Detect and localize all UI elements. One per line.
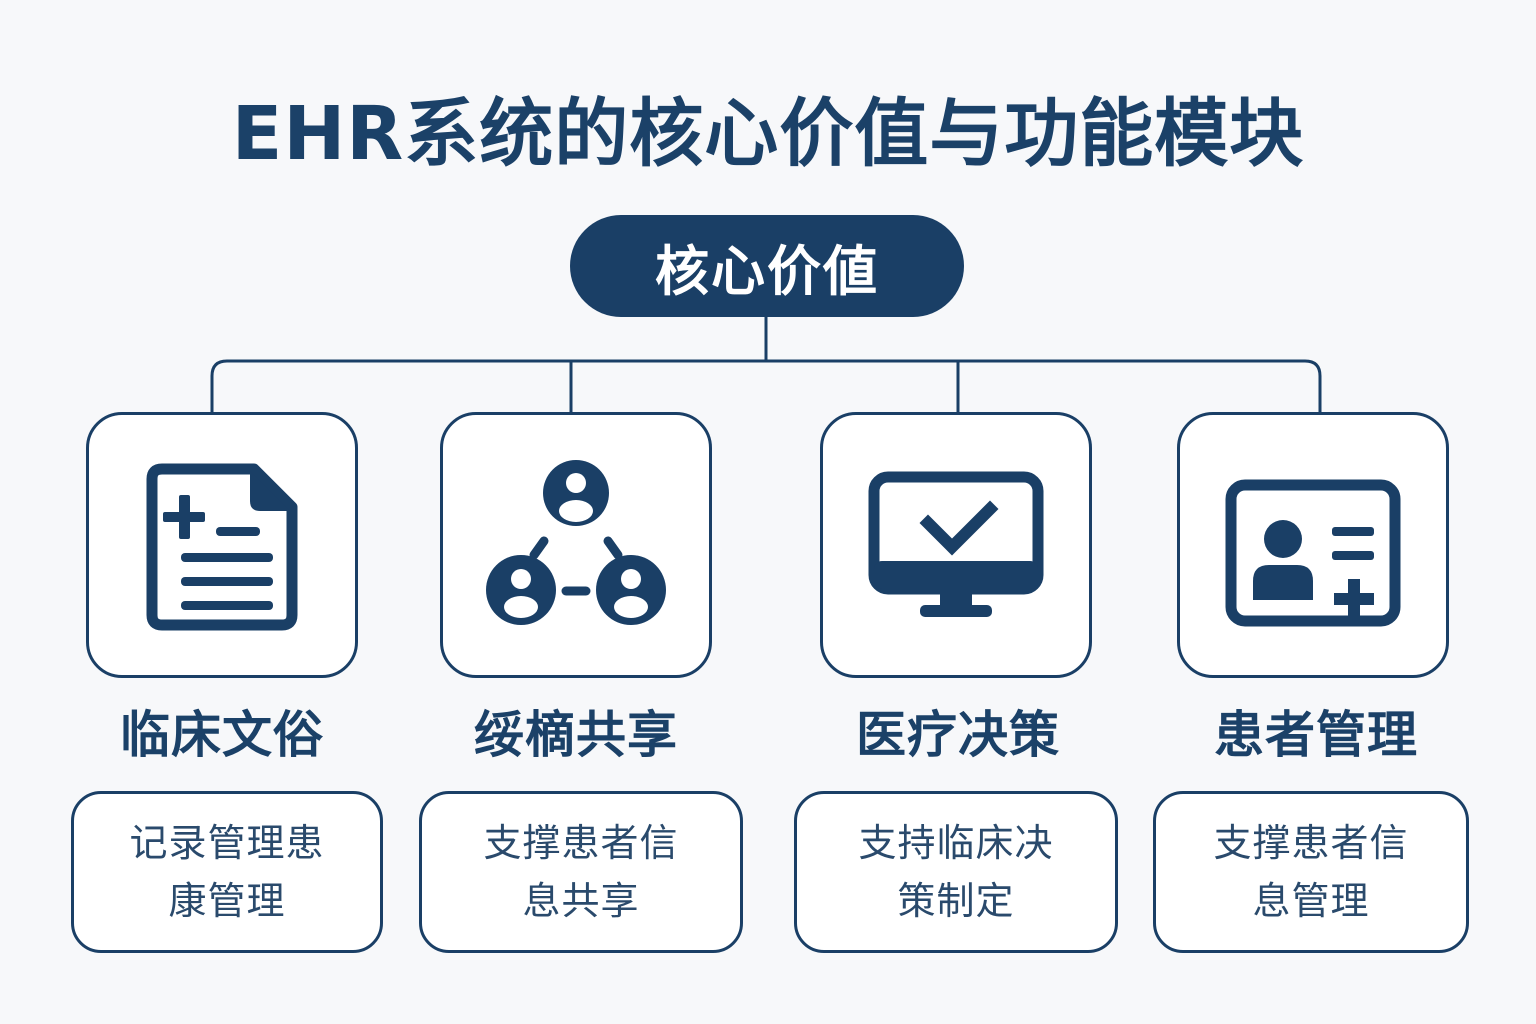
desc-line: 支撑患者信 xyxy=(1213,821,1409,865)
desc-line: 支撑患者信 xyxy=(483,821,679,865)
module-card-medical-decision xyxy=(820,412,1092,678)
module-label-medical-decision: 医疗决策 xyxy=(856,706,1060,764)
desc-line: 记录管理患 xyxy=(129,821,325,865)
module-desc-data-sharing: 支撑患者信 息共享 xyxy=(419,791,743,953)
module-desc-medical-decision: 支持临床决 策制定 xyxy=(794,791,1118,953)
user-network-icon xyxy=(486,460,666,625)
module-card-patient-management xyxy=(1177,412,1449,678)
desc-line: 息管理 xyxy=(1252,879,1370,923)
module-card-clinical-docs xyxy=(86,412,358,678)
page-title: EHR系统的核心价值与功能模块 xyxy=(231,91,1305,177)
desc-line: 支持临床决 xyxy=(858,821,1054,865)
desc-line: 康管理 xyxy=(168,879,286,923)
monitor-check-icon xyxy=(868,471,1044,617)
patient-id-card-icon xyxy=(1225,479,1401,627)
module-card-data-sharing xyxy=(440,412,712,678)
desc-line: 息共享 xyxy=(522,879,640,923)
module-label-data-sharing: 绥樀共享 xyxy=(474,706,678,764)
module-label-clinical-docs: 临床文俗 xyxy=(120,706,324,764)
module-label-patient-management: 患者管理 xyxy=(1214,706,1418,764)
medical-document-icon xyxy=(146,463,298,631)
module-desc-patient-management: 支撑患者信 息管理 xyxy=(1153,791,1469,953)
core-value-label: 核心价値 xyxy=(655,239,879,303)
core-value-node: 核心价値 xyxy=(570,215,964,317)
desc-line: 策制定 xyxy=(897,879,1015,923)
module-desc-clinical-docs: 记录管理患 康管理 xyxy=(71,791,383,953)
